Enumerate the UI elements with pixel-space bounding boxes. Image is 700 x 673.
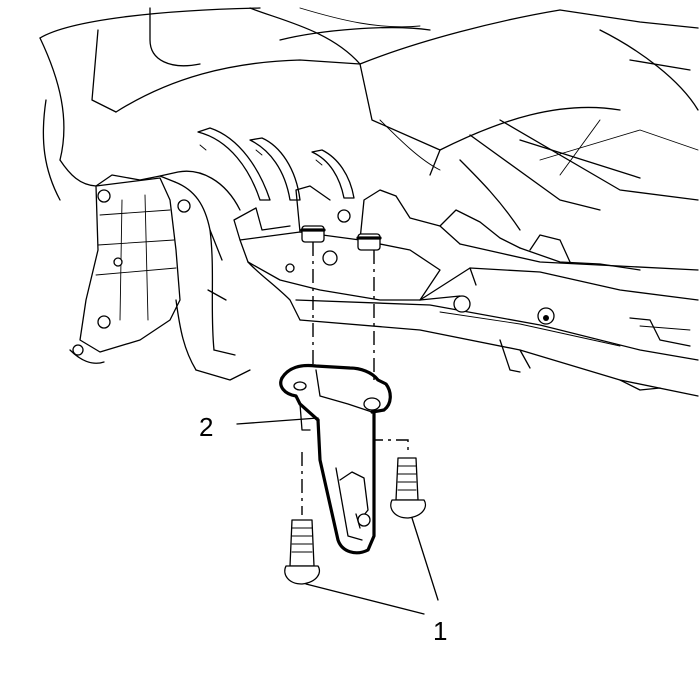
bolt-left <box>284 519 321 585</box>
callout-label-2: 2 <box>199 412 214 442</box>
bracket-part <box>279 363 392 555</box>
bolt-right <box>390 457 427 519</box>
mount-area <box>233 185 461 321</box>
left-structure <box>42 99 251 381</box>
leader-lines <box>236 417 439 615</box>
installation-lines <box>301 242 409 515</box>
bumper-beam <box>295 209 699 397</box>
callout-label-1: 1 <box>433 616 448 646</box>
upper-housing <box>39 7 699 231</box>
ribs <box>197 127 355 201</box>
